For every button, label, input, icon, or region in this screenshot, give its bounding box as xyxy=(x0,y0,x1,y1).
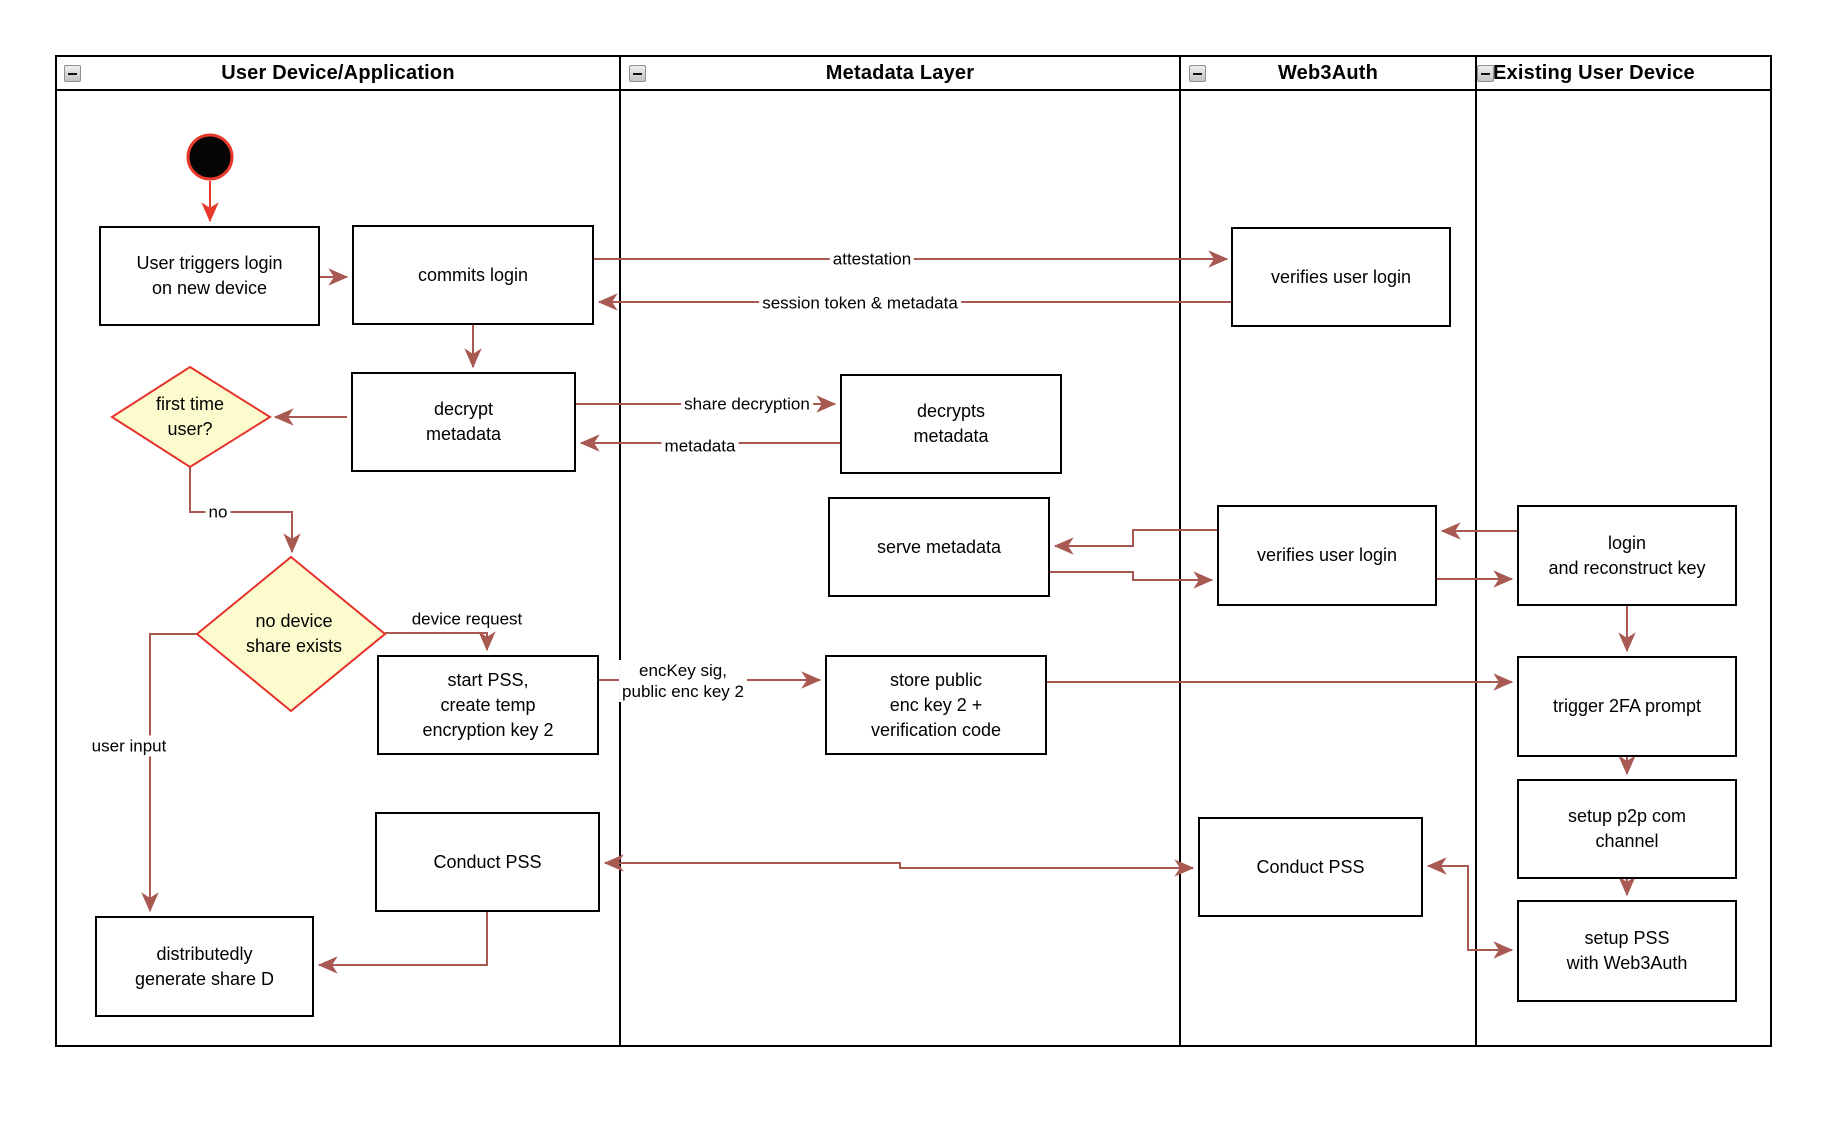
collapse-minus-icon[interactable] xyxy=(1189,65,1206,82)
lane-header-user-device: User Device/Application xyxy=(57,55,619,91)
collapse-minus-icon[interactable] xyxy=(1477,65,1494,82)
collapse-minus-icon[interactable] xyxy=(629,65,646,82)
pool-frame xyxy=(55,55,1772,1047)
node-conduct-pss-user[interactable]: Conduct PSS xyxy=(375,812,600,912)
collapse-minus-icon[interactable] xyxy=(64,65,81,82)
node-serve-metadata[interactable]: serve metadata xyxy=(828,497,1050,597)
edge-label-enckey: encKey sig, public enc key 2 xyxy=(619,660,747,702)
node-trigger-2fa-prompt[interactable]: trigger 2FA prompt xyxy=(1517,656,1737,757)
lane-divider-3 xyxy=(1475,55,1477,1045)
node-decrypts-metadata[interactable]: decrypts metadata xyxy=(840,374,1062,474)
edge-label-user-input: user input xyxy=(88,735,170,757)
edge-label-share-decryption: share decryption xyxy=(681,393,813,415)
lane-divider-1 xyxy=(619,55,621,1045)
edge-label-attestation: attestation xyxy=(829,248,915,270)
node-conduct-pss-web3auth[interactable]: Conduct PSS xyxy=(1198,817,1423,917)
node-store-public-enc-key[interactable]: store public enc key 2 + verification co… xyxy=(825,655,1047,755)
lane-title-user-device: User Device/Application xyxy=(221,61,455,84)
lane-divider-2 xyxy=(1179,55,1181,1045)
node-start-pss[interactable]: start PSS, create temp encryption key 2 xyxy=(377,655,599,755)
lane-header-web3auth: Web3Auth xyxy=(1181,55,1475,91)
lane-title-web3auth: Web3Auth xyxy=(1277,61,1379,84)
lane-title-existing-device: Existing User Device xyxy=(1493,61,1695,84)
node-commits-login[interactable]: commits login xyxy=(352,225,594,325)
node-user-triggers-login[interactable]: User triggers login on new device xyxy=(99,226,320,326)
node-setup-p2p-channel[interactable]: setup p2p com channel xyxy=(1517,779,1737,879)
node-setup-pss-web3auth[interactable]: setup PSS with Web3Auth xyxy=(1517,900,1737,1002)
edge-label-device-request: device request xyxy=(408,608,526,630)
node-login-reconstruct-key[interactable]: login and reconstruct key xyxy=(1517,505,1737,606)
node-distributedly-generate-share[interactable]: distributedly generate share D xyxy=(95,916,314,1017)
edge-label-no: no xyxy=(205,501,231,523)
node-verifies-user-login-top[interactable]: verifies user login xyxy=(1231,227,1451,327)
lane-title-metadata-layer: Metadata Layer xyxy=(825,61,975,84)
node-verifies-user-login-mid[interactable]: verifies user login xyxy=(1217,505,1437,606)
lane-header-existing-device: Existing User Device xyxy=(1493,55,1772,91)
edge-label-metadata: metadata xyxy=(661,435,739,457)
lane-header-separator xyxy=(55,89,1770,91)
node-decrypt-metadata[interactable]: decrypt metadata xyxy=(351,372,576,472)
edge-label-session-token: session token & metadata xyxy=(759,292,961,314)
lane-header-metadata-layer: Metadata Layer xyxy=(621,55,1179,91)
